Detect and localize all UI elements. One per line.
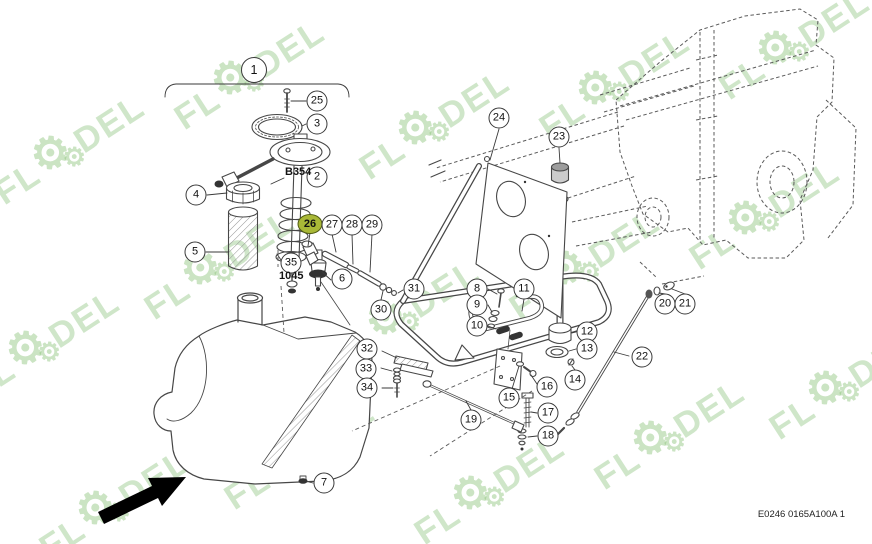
callout-33[interactable]: 33 [355,358,377,380]
callout-15[interactable]: 15 [498,387,520,409]
callout-27[interactable]: 27 [321,214,343,236]
callout-1[interactable]: 1 [241,57,267,83]
figure-code: E0246 0165A100A 1 [757,509,845,520]
callout-3[interactable]: 3 [306,113,328,135]
callout-23[interactable]: 23 [548,126,570,148]
callout-35[interactable]: 35 [280,252,302,274]
callout-7[interactable]: 7 [313,472,335,494]
fuel-tank-drawing [153,292,373,485]
direction-arrow [98,477,186,524]
callout-25[interactable]: 25 [306,90,328,112]
callout-14[interactable]: 14 [564,369,586,391]
fuel-sender-drawing [214,88,397,326]
callout-29[interactable]: 29 [361,214,383,236]
callout-13[interactable]: 13 [576,338,598,360]
callout-2[interactable]: 2 [306,166,328,188]
callout-22[interactable]: 22 [631,346,653,368]
callout-11[interactable]: 11 [513,278,535,300]
leader-lines [164,83,686,484]
callout-16[interactable]: 16 [536,376,558,398]
callout-30[interactable]: 30 [370,299,392,321]
callout-18[interactable]: 18 [537,425,559,447]
callout-24[interactable]: 24 [488,107,510,129]
callout-21[interactable]: 21 [674,293,696,315]
part-ref-b354[interactable]: B354 [285,166,312,178]
callout-19[interactable]: 19 [460,409,482,431]
part-ref-1045[interactable]: 1045 [279,270,304,282]
callout-12[interactable]: 12 [576,321,598,343]
callout-20[interactable]: 20 [654,293,676,315]
callout-32[interactable]: 32 [356,338,378,360]
callout-31[interactable]: 31 [403,278,425,300]
callout-10[interactable]: 10 [466,315,488,337]
callout-9[interactable]: 9 [466,294,488,316]
callout-4[interactable]: 4 [185,184,207,206]
reference-dashed-lines [277,250,533,457]
callout-6[interactable]: 6 [331,268,353,290]
callout-5[interactable]: 5 [184,241,206,263]
callout-34[interactable]: 34 [356,377,378,399]
callout-26-selected[interactable]: 26 [297,214,323,234]
support-bracket-frame [393,155,612,367]
tractor-chassis-outline [435,8,857,285]
callout-28[interactable]: 28 [341,214,363,236]
callout-17[interactable]: 17 [537,402,559,424]
